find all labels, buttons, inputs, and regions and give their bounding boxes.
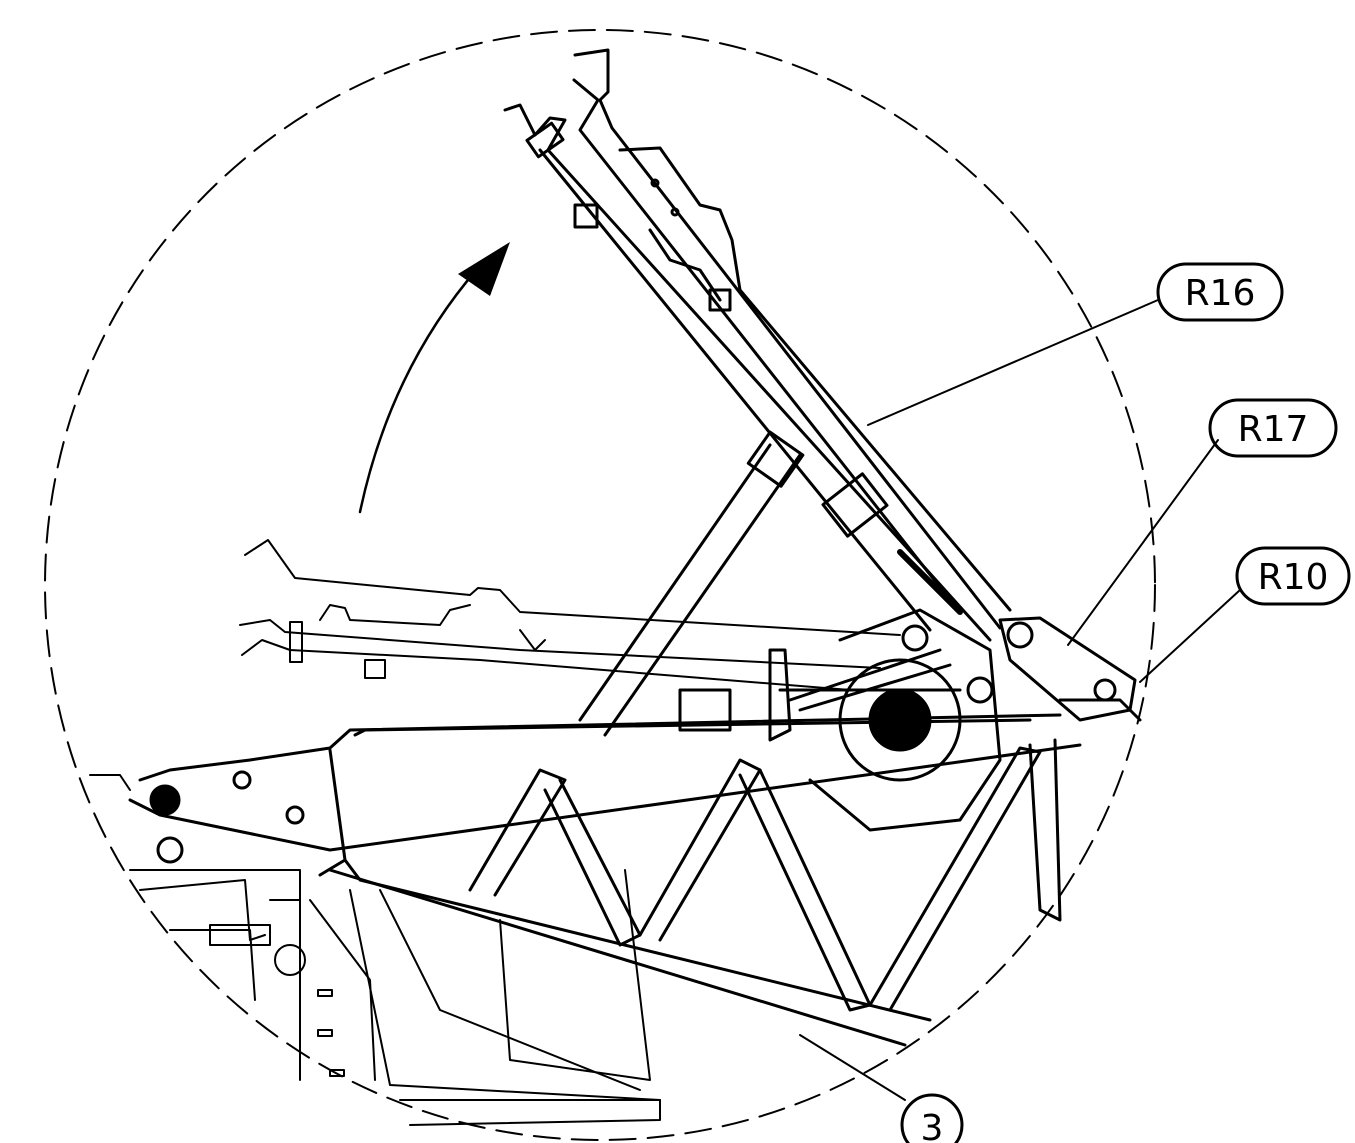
fold-direction-arrow [358, 242, 510, 514]
leader-r17 [1067, 439, 1219, 646]
leader-3 [799, 1034, 906, 1101]
raised-boom-arm [503, 48, 1012, 642]
leader-r16 [867, 299, 1159, 426]
hinge-mechanism [678, 608, 1142, 832]
folded-boom-ghost [239, 539, 901, 691]
leader-lines [799, 299, 1241, 1101]
callout-r16-label: R16 [1185, 273, 1256, 314]
callout-r10: R10 [1235, 546, 1351, 606]
callout-r17: R17 [1208, 398, 1338, 458]
detail-circle [44, 29, 1156, 1141]
lower-frame [89, 774, 661, 1126]
callout-r10-label: R10 [1258, 557, 1329, 598]
leader-r10 [1139, 589, 1241, 683]
callout-3-label: 3 [921, 1108, 944, 1143]
truss-bracing [468, 738, 1062, 1012]
callout-r16: R16 [1156, 262, 1284, 322]
callout-3: 3 [900, 1093, 964, 1143]
callout-r17-label: R17 [1238, 409, 1309, 450]
diagonal-brace [578, 430, 805, 737]
main-boom-beam [128, 713, 1082, 1047]
